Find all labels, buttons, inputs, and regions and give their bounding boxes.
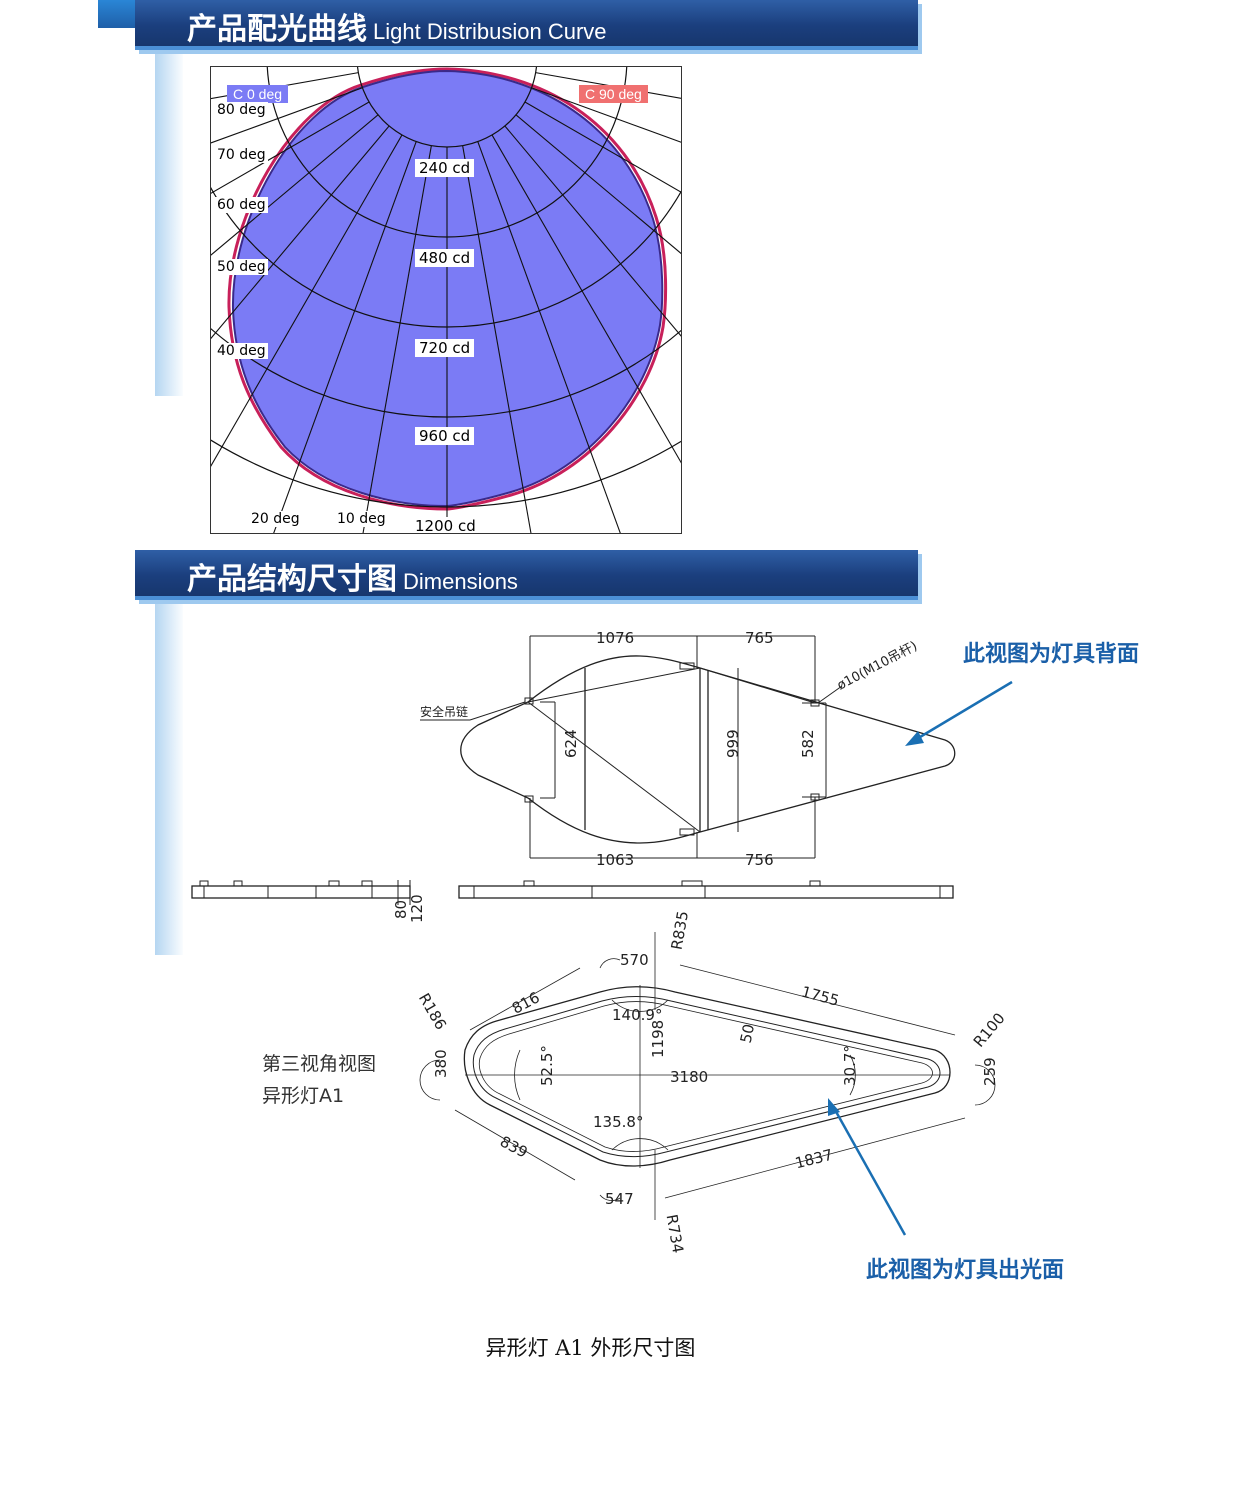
drawing-caption: 异形灯 A1 外形尺寸图 bbox=[485, 1336, 696, 1360]
polar-radial-line bbox=[211, 101, 370, 194]
polar-radial-line bbox=[211, 134, 403, 467]
angle-label-10: 10 deg bbox=[335, 511, 388, 527]
dim-1755: 1755 bbox=[799, 983, 841, 1010]
header-tab-corner bbox=[98, 0, 136, 28]
dim-380: 380 bbox=[432, 1049, 450, 1078]
cd-label-480: 480 cd bbox=[415, 249, 475, 267]
dim-50: 50 bbox=[737, 1022, 759, 1044]
polar-radial-line bbox=[211, 114, 379, 256]
angle-label-60: 60 deg bbox=[215, 197, 268, 213]
polar-radial-line bbox=[524, 101, 681, 193]
view-caption-line1: 第三视角视图 bbox=[262, 1053, 377, 1075]
view-caption: 第三视角视图 异形灯A1 bbox=[262, 1048, 376, 1112]
dim-r835: R835 bbox=[668, 910, 693, 952]
side-view-left-text: 80 120 bbox=[392, 894, 426, 923]
dim-r186: R186 bbox=[415, 990, 450, 1033]
dim-r100: R100 bbox=[970, 1009, 1009, 1050]
section2-title-cn: 产品结构尺寸图 bbox=[187, 562, 397, 597]
polar-radial-line bbox=[273, 141, 417, 533]
dim-3180: 3180 bbox=[670, 1068, 708, 1086]
note-rod: ø10(M10吊杆) bbox=[835, 639, 920, 694]
legend-c0: C 0 deg bbox=[227, 85, 289, 103]
dim-1198: 1198 bbox=[649, 1020, 667, 1058]
polar-radial-line bbox=[362, 145, 432, 533]
angle-135: 135.8° bbox=[593, 1113, 643, 1131]
note-safety-chain: 安全吊链 bbox=[420, 704, 468, 719]
dim-height-582: 582 bbox=[799, 729, 817, 758]
section2-title-en: Dimensions bbox=[403, 569, 518, 594]
polar-radial-line bbox=[491, 134, 681, 464]
top-view-outline bbox=[420, 635, 956, 859]
angle-label-50: 50 deg bbox=[215, 259, 268, 275]
polar-radial-line bbox=[504, 125, 681, 337]
cd-label-240: 240 cd bbox=[415, 159, 475, 177]
top-view-dim-text: 1076 765 1063 756 624 999 582 安全吊链 ø10(M… bbox=[420, 629, 920, 869]
dim-bottom-left: 1063 bbox=[596, 851, 634, 869]
dim-839: 839 bbox=[497, 1132, 531, 1161]
side-view-left bbox=[191, 880, 411, 905]
dim-height-624: 624 bbox=[562, 729, 580, 758]
callout-back-view: 此视图为灯具背面 bbox=[963, 641, 1140, 667]
angle-52: 52.5° bbox=[538, 1045, 556, 1086]
section1-title-en: Light Distribusion Curve bbox=[373, 19, 607, 44]
side-view-right bbox=[458, 880, 954, 899]
section1-title-cn: 产品配光曲线 bbox=[187, 12, 367, 47]
side-strip-bottom bbox=[155, 600, 183, 955]
dim-1837: 1837 bbox=[793, 1146, 834, 1173]
angle-30: 30.7° bbox=[841, 1045, 859, 1086]
polar-grid-radials bbox=[211, 72, 681, 533]
cd-label-720: 720 cd bbox=[415, 339, 475, 357]
callout-front-view: 此视图为灯具出光面 bbox=[866, 1257, 1065, 1283]
dim-bottom-right: 756 bbox=[745, 851, 774, 869]
polar-distribution-chart: C 0 deg C 90 deg 80 deg 70 deg 60 deg 50… bbox=[210, 66, 682, 534]
polar-radial-line bbox=[211, 87, 363, 144]
dim-top-right: 765 bbox=[745, 629, 774, 647]
dim-top-left: 1076 bbox=[596, 629, 634, 647]
polar-radial-line bbox=[462, 145, 532, 533]
angle-label-70: 70 deg bbox=[215, 147, 268, 163]
bottom-view-outline bbox=[419, 932, 996, 1220]
dim-height-999: 999 bbox=[724, 729, 742, 758]
view-caption-line2: 异形灯A1 bbox=[262, 1085, 345, 1107]
polar-radial-line bbox=[477, 141, 621, 533]
bottom-view-dim-text: R835 570 816 R186 1755 R100 140.9° 50 11… bbox=[415, 910, 1009, 1255]
dim-120: 120 bbox=[408, 894, 426, 923]
dimension-drawing: 1076 765 1063 756 624 999 582 安全吊链 ø10(M… bbox=[191, 629, 1013, 1255]
polar-radial-line bbox=[211, 125, 390, 340]
angle-label-40: 40 deg bbox=[215, 343, 268, 359]
dim-259: 259 bbox=[981, 1057, 999, 1086]
dim-r734: R734 bbox=[663, 1213, 688, 1255]
dim-80: 80 bbox=[392, 900, 410, 919]
cd-label-1200: 1200 cd bbox=[411, 517, 480, 533]
polar-radial-line bbox=[531, 87, 681, 143]
angle-label-80: 80 deg bbox=[215, 102, 268, 118]
dim-547: 547 bbox=[605, 1190, 634, 1208]
angle-140: 140.9° bbox=[612, 1006, 662, 1024]
callout-arrows bbox=[828, 680, 1013, 1236]
polar-radial-line bbox=[515, 114, 681, 255]
dim-570: 570 bbox=[620, 951, 649, 969]
cd-label-960: 960 cd bbox=[415, 427, 475, 445]
angle-label-20: 20 deg bbox=[249, 511, 302, 527]
polar-chart-svg bbox=[211, 67, 681, 533]
legend-c90: C 90 deg bbox=[579, 85, 648, 103]
side-strip-top bbox=[155, 46, 183, 396]
